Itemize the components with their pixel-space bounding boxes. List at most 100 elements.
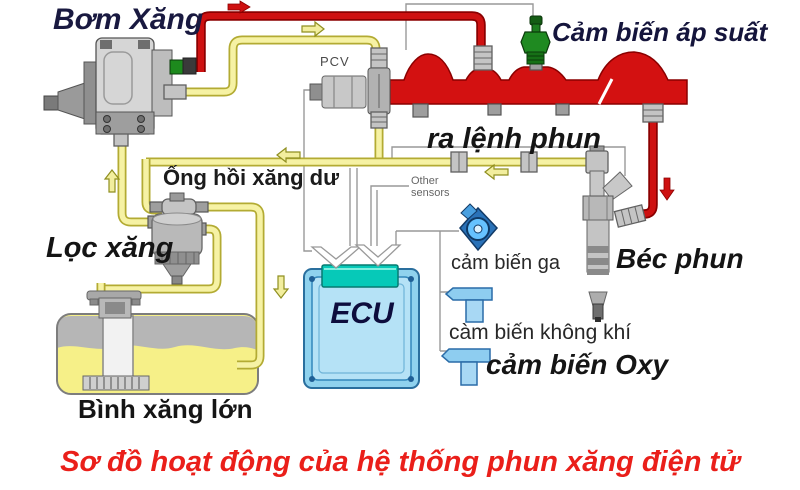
- ecu-input-arrow-left-icon: [310, 246, 362, 269]
- rail-port-1: [412, 103, 429, 118]
- ecu-screw-1: [309, 276, 315, 282]
- sensor-bus-wire: [395, 230, 459, 352]
- tank-pump-bolt-left: [89, 298, 99, 306]
- diagram-caption: Sơ đồ hoạt động của hệ thống phun xăng đ…: [60, 446, 740, 478]
- pcv-valve: [309, 75, 367, 109]
- pump-bolt-2: [137, 115, 145, 123]
- pump-bolt-3: [103, 125, 111, 133]
- oxygen-sensor-bar: [440, 348, 491, 363]
- signal-wires: [303, 3, 626, 352]
- suction-flow-up-arrow-icon: [103, 169, 121, 193]
- rail-to-injector-pipe: [634, 118, 656, 217]
- injector-band-3: [587, 269, 609, 275]
- pressure-sensor: [520, 15, 551, 71]
- injector-feed-fitting: [613, 204, 647, 228]
- air-sensor-stem: [465, 299, 484, 323]
- tank-pump-body-core: [105, 302, 125, 314]
- fuel-rail-body: [389, 51, 688, 105]
- filter-shoulder: [152, 212, 202, 226]
- pump-outlet-stub: [163, 84, 187, 100]
- return-line-fittings: [450, 151, 538, 173]
- throttle-sensor-nozzle: [460, 203, 478, 220]
- fuel-pump: [43, 37, 197, 147]
- filter-to-tank-return-pipe: [196, 204, 263, 368]
- fuel-rail: [389, 45, 688, 123]
- air-sensor-bar: [444, 287, 493, 301]
- air-sensor-icon: [444, 287, 493, 323]
- tank-pump-base-teeth: [89, 377, 140, 389]
- pump-notch-left: [100, 40, 112, 49]
- return-flow-left-arrow-icon: [484, 163, 509, 181]
- injector-band-2: [587, 258, 609, 265]
- pump-bolt-1: [103, 115, 111, 123]
- pcv-body: [321, 75, 367, 109]
- fuel-pump-label: Bơm Xăng: [53, 3, 204, 36]
- filter-to-pump-suction-pipe: [119, 144, 153, 225]
- ecu-label: ECU: [330, 297, 394, 330]
- filter-cone: [162, 263, 192, 277]
- oxygen-sensor-label: cảm biến Oxy: [486, 349, 669, 380]
- pcv-label: PCV: [320, 54, 350, 69]
- injector-label: Béc phun: [616, 243, 744, 274]
- fuel-flow-left-arrow-icon: [276, 146, 301, 164]
- pump-to-rail-feed: [198, 13, 484, 72]
- pressure-sensor-label: Cảm biến áp suất: [552, 17, 768, 47]
- tank-pump-module: [82, 290, 150, 391]
- return-flow-down-arrow-icon: [272, 275, 290, 299]
- ecu-screw-3: [309, 376, 315, 382]
- rail-feed-fitting: [473, 45, 493, 71]
- pressure-sensor-rings: [526, 51, 545, 65]
- ecu-screw-2: [408, 276, 414, 282]
- pump-bolt-4: [137, 125, 145, 133]
- injector-tip-end: [595, 317, 601, 322]
- other-sensors-label: Other sensors: [411, 175, 450, 199]
- injector-tip: [592, 303, 604, 320]
- oxygen-sensor-icon: [440, 348, 491, 386]
- fuel-low-pressure-pipes: [96, 35, 590, 370]
- other-sensors-wire-1: [370, 185, 409, 246]
- rail-outlet-fitting: [642, 103, 664, 123]
- air-sensor-label: càm biến không khí: [449, 321, 632, 344]
- ecu-connector-bar: [321, 264, 399, 288]
- rail-port-3: [555, 103, 570, 116]
- filter-top-cap: [169, 192, 185, 202]
- junction-top-fitting: [370, 47, 388, 69]
- pressure-sensor-body: [520, 31, 551, 54]
- throttle-sensor-label: cảm biến ga: [451, 252, 560, 274]
- pump-to-rail-pipe: [186, 37, 379, 95]
- pump-body-panel: [103, 51, 133, 105]
- other-sensors-line2: sensors: [411, 187, 450, 199]
- red-flow-down-arrow-icon: [659, 177, 675, 201]
- pump-right-block: [151, 49, 173, 117]
- throttle-sensor-hub: [473, 224, 483, 234]
- injector-band-1: [587, 246, 609, 253]
- injector-hex: [582, 195, 614, 221]
- filter-nipple: [171, 275, 183, 285]
- red-flow-right-arrow-icon: [227, 0, 251, 14]
- pressure-sensor-wire: [405, 3, 534, 50]
- other-sensors-line1: Other: [411, 175, 439, 187]
- ecu-module: [303, 244, 420, 389]
- rail-highlight-slash: [597, 78, 614, 105]
- fuel-tank-top-surface: [57, 316, 257, 350]
- pump-feed-fitting-dark: [182, 57, 197, 75]
- throttle-sensor-icon: [459, 203, 499, 252]
- fuel-flow-right-arrow-icon: [301, 20, 325, 38]
- oxygen-sensor-stem: [460, 361, 478, 386]
- fuel-filter-label: Lọc xăng: [46, 232, 174, 264]
- filter-top-right-stub: [194, 201, 209, 213]
- flow-arrows: [103, 0, 675, 299]
- fuel-filter: [147, 192, 209, 285]
- ecu-screw-4: [408, 376, 414, 382]
- pump-feed-fitting-green: [169, 59, 184, 75]
- tank-pump-column: [102, 315, 134, 379]
- injector-command-wire: [391, 146, 626, 176]
- pump-notch-right: [138, 40, 150, 49]
- rail-port-2: [487, 103, 502, 116]
- filter-top-left-stub: [149, 201, 164, 213]
- fuel-injector: [582, 145, 647, 322]
- fuel-tank-label: Bình xăng lớn: [78, 394, 253, 424]
- injector-neck: [589, 170, 605, 199]
